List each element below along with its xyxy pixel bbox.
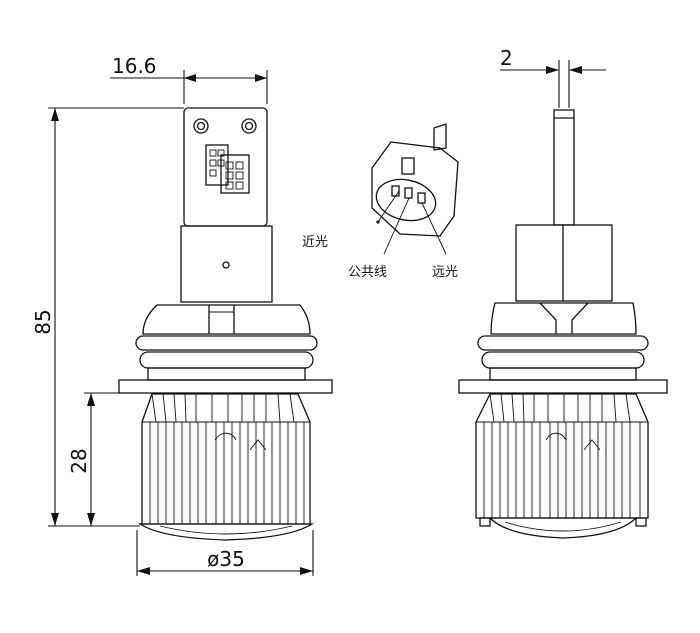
dim-plug-thickness-label: 2	[500, 46, 513, 70]
heatsink	[141, 393, 311, 525]
bottom-cap	[137, 523, 315, 541]
neck	[180, 225, 273, 303]
side-o-ring-lower	[481, 351, 645, 369]
blade	[553, 109, 575, 226]
connector-socket	[205, 144, 250, 194]
label-common-wire: 公共线	[348, 265, 387, 280]
dim-total-length-label: 85	[31, 309, 55, 334]
dimension-total-length: 85	[31, 107, 184, 527]
flange	[118, 379, 333, 394]
side-bottom-cap	[488, 517, 638, 539]
side-o-ring-upper	[477, 335, 649, 351]
dim-heatsink-height-label: 28	[67, 448, 91, 473]
plug-hole-right	[241, 118, 257, 134]
side-neck	[515, 224, 613, 302]
dim-diameter-label: ø35	[207, 547, 245, 571]
dimension-plug-thickness: 2	[500, 46, 606, 108]
side-heatsink	[475, 393, 649, 519]
plug-head	[183, 107, 268, 227]
base-collar	[142, 304, 311, 335]
side-view	[458, 109, 668, 539]
label-high-beam: 远光	[432, 265, 458, 280]
dimension-diameter: ø35	[136, 530, 314, 576]
side-flange	[458, 379, 668, 394]
o-ring-upper	[135, 335, 318, 351]
dimension-plug-width: 16.6	[110, 54, 268, 104]
dim-plug-width-label: 16.6	[112, 54, 157, 78]
plug-hole-left	[193, 118, 209, 134]
front-view	[118, 107, 333, 541]
side-collar	[490, 302, 637, 335]
connector-detail: 近光 公共线 远光	[302, 123, 459, 280]
label-low-beam: 近光	[302, 235, 328, 250]
o-ring-lower	[139, 351, 314, 369]
dimension-heatsink-height: 28	[67, 392, 140, 527]
